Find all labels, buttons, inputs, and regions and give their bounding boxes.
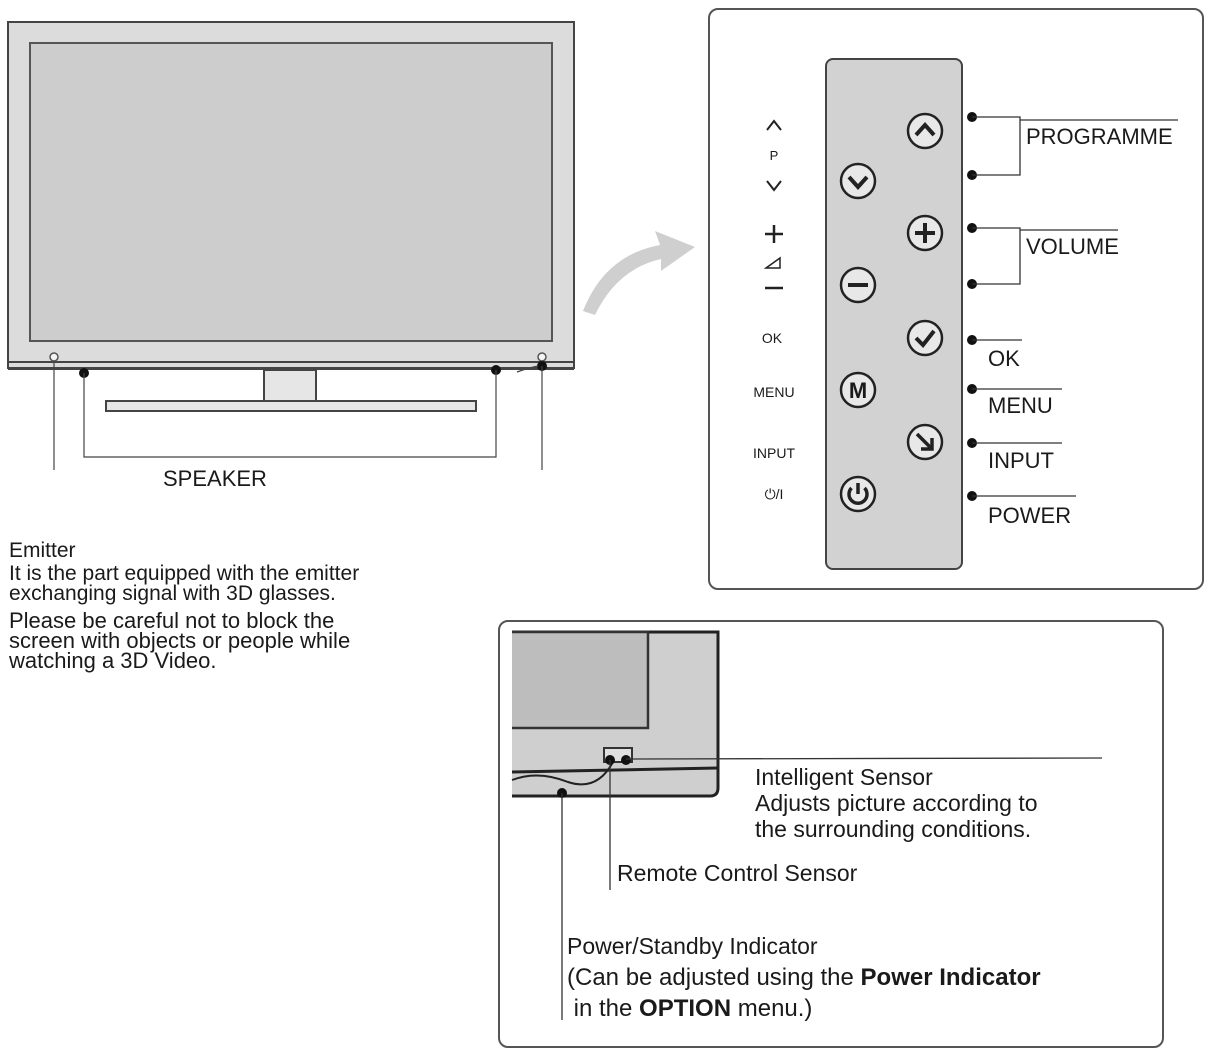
callout-input: INPUT [988,448,1054,473]
emitter-line-1: It is the part equipped with the emitter [9,562,360,585]
volume-up-button[interactable] [905,213,945,253]
power-indicator-description: Power/Standby Indicator (Can be adjusted… [567,931,1041,1024]
volume-icon [763,256,782,275]
programme-down-button[interactable] [838,161,878,201]
check-icon [914,329,936,349]
sensor-detail-box [498,620,1164,1048]
ok-button[interactable] [905,318,945,358]
volume-down-button[interactable] [838,265,878,305]
power-indicator-line-2-end: menu.) [731,995,813,1022]
power-indicator-line-2: in the OPTION menu.) [567,993,1041,1024]
side-label-power: ⏻/I [764,486,784,502]
chevron-down-icon [847,175,869,190]
intelligent-sensor-line-1: Adjusts picture according to [755,790,1038,816]
emitter-title: Emitter [9,539,76,562]
plus-icon [915,223,935,243]
side-label-p-down [764,178,784,199]
power-indicator-line-1: (Can be adjusted using the Power Indicat… [567,962,1041,993]
chevron-up-icon [914,122,936,137]
emitter-line-2: exchanging signal with 3D glasses. [9,582,336,605]
side-label-menu: MENU [753,384,795,400]
emitter-line-4: screen with objects or people while [9,628,351,653]
intelligent-sensor-description: Intelligent Sensor Adjusts picture accor… [755,764,1038,842]
power-indicator-line-1-text: (Can be adjusted using the [567,964,861,991]
tv-stand-neck [263,369,317,405]
input-button[interactable] [905,422,945,462]
tv-stand-base [105,400,477,412]
callout-volume: VOLUME [1026,234,1119,259]
tv-front-illustration [7,21,575,470]
control-panel-box [708,8,1204,590]
side-label-vol-plus [762,222,786,251]
side-label-p: P [769,148,779,163]
menu-button[interactable]: M [838,370,878,410]
option-menu-name: OPTION [639,995,732,1022]
emitter-description: Emitter It is the part equipped with the… [9,539,359,672]
callout-programme: PROGRAMME [1026,124,1173,149]
power-indicator-line-2-text: in the [567,995,640,1022]
callout-menu: MENU [988,393,1053,418]
power-button[interactable] [838,474,878,514]
side-label-vol-minus [762,278,786,303]
sensor-detail-illustration [511,630,1103,1020]
power-indicator-title: Power/Standby Indicator [567,933,818,959]
power-indicator-menu-item: Power Indicator [860,964,1041,991]
power-icon [847,483,869,505]
emitter-line-3: Please be careful not to block the [9,608,335,633]
arrow-down-right-icon [915,432,934,451]
programme-up-button[interactable] [905,111,945,151]
side-label-p-up [764,117,784,138]
side-label-input: INPUT [753,445,795,461]
menu-m-glyph: M [849,378,867,403]
control-callout-lines [967,112,1178,501]
emitter-line-5: watching a 3D Video. [9,648,217,673]
callout-power: POWER [988,503,1072,528]
tv-screen [29,42,553,342]
intelligent-sensor-title: Intelligent Sensor [755,764,933,790]
callout-ok: OK [988,346,1020,371]
curved-arrow-icon [583,231,695,315]
intelligent-sensor-line-2: the surrounding conditions. [755,816,1032,842]
side-label-ok: OK [761,330,783,346]
remote-sensor-label: Remote Control Sensor [617,860,858,886]
speaker-label: SPEAKER [163,466,267,491]
